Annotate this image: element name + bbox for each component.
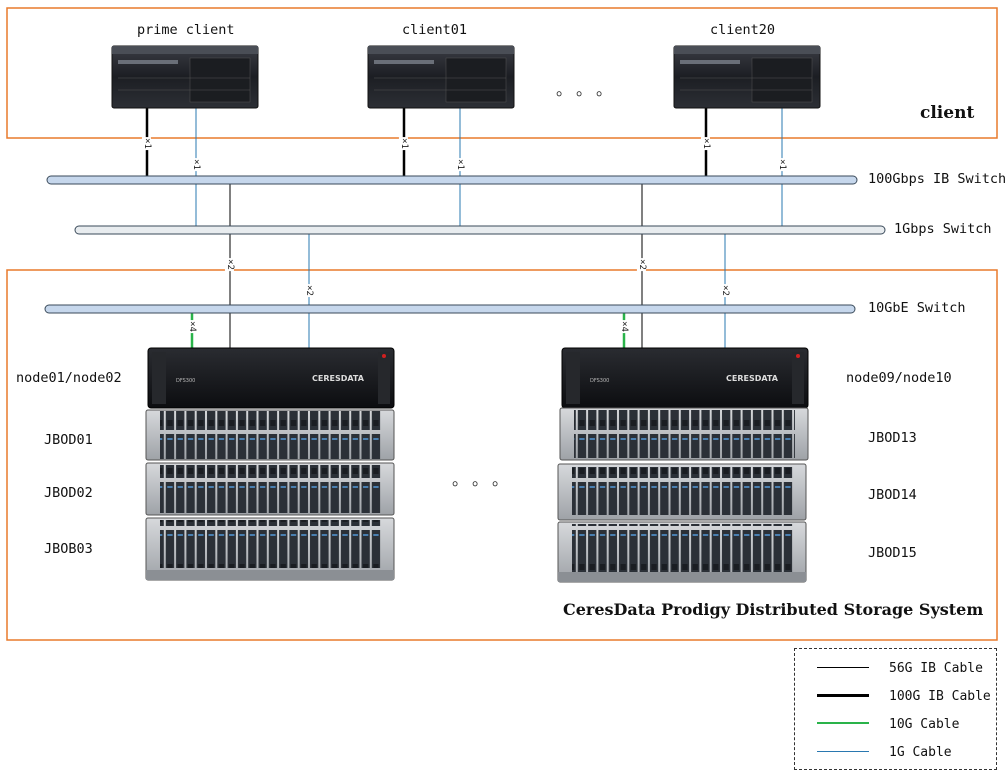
switch-10g-label: 10GbE Switch — [868, 300, 966, 316]
legend-item-100g: 100G IB Cable — [795, 686, 996, 706]
ib-switch-label: 100Gbps IB Switch — [868, 171, 1006, 187]
svg-text:CERESDATA: CERESDATA — [312, 374, 365, 383]
jbod-label: JBOD02 — [44, 485, 93, 501]
jbod-right-3 — [557, 521, 807, 583]
count-marker: ×1 — [190, 158, 201, 171]
legend-swatch — [817, 694, 869, 697]
storage-node-left: DFS300 CERESDATA — [147, 347, 395, 409]
jbod-left-2 — [145, 462, 395, 516]
legend-item-56g: 56G IB Cable — [795, 658, 996, 678]
count-marker: ×1 — [776, 158, 787, 171]
count-marker: ×1 — [141, 137, 152, 150]
system-title: CeresData Prodigy Distributed Storage Sy… — [563, 600, 984, 619]
count-marker: ×1 — [700, 137, 711, 150]
count-marker: ×2 — [224, 258, 235, 271]
svg-text:DFS300: DFS300 — [590, 378, 609, 384]
client-group-label: client — [920, 103, 975, 123]
legend-item-1g: 1G Cable — [795, 742, 996, 762]
storage-frame — [6, 269, 998, 641]
jbod-label: JBOD01 — [44, 432, 93, 448]
switch-10g-bar — [44, 304, 856, 314]
client-label-prime: prime client — [137, 22, 235, 38]
jbod-left-1 — [145, 409, 395, 461]
legend-item-10g: 10G Cable — [795, 714, 996, 734]
storage-node-right: DFS300 CERESDATA — [561, 347, 809, 409]
legend-swatch — [817, 722, 869, 724]
legend-label: 10G Cable — [889, 717, 960, 732]
clients-ellipsis: 。。。 — [556, 80, 625, 99]
legend-label: 1G Cable — [889, 745, 952, 760]
svg-text:DFS300: DFS300 — [176, 378, 195, 384]
node-label-left: node01/node02 — [16, 370, 122, 386]
storage-ellipsis: 。。。 — [452, 470, 521, 489]
jbod-label: JBOD15 — [868, 545, 917, 561]
client-server-prime — [111, 45, 259, 109]
ib-switch-bar — [46, 175, 858, 185]
legend-swatch — [817, 751, 869, 752]
count-marker: ×2 — [719, 284, 730, 297]
legend-label: 56G IB Cable — [889, 661, 983, 676]
client-server-20 — [673, 45, 821, 109]
count-marker: ×4 — [618, 320, 629, 333]
legend-swatch — [817, 667, 869, 668]
client-server-01 — [367, 45, 515, 109]
count-marker: ×1 — [454, 158, 465, 171]
count-marker: ×2 — [636, 258, 647, 271]
jbod-right-1 — [559, 407, 809, 461]
svg-text:CERESDATA: CERESDATA — [726, 374, 779, 383]
node-label-right: node09/node10 — [846, 370, 952, 386]
jbod-label: JBOD13 — [868, 430, 917, 446]
legend: 56G IB Cable 100G IB Cable 10G Cable 1G … — [794, 648, 997, 770]
client-label-20: client20 — [710, 22, 776, 38]
count-marker: ×2 — [303, 284, 314, 297]
count-marker: ×4 — [186, 320, 197, 333]
jbod-label: JBOB03 — [44, 541, 93, 557]
count-marker: ×1 — [398, 137, 409, 150]
client-frame — [6, 7, 998, 139]
jbod-label: JBOD14 — [868, 487, 917, 503]
client-label-01: client01 — [402, 22, 468, 38]
jbod-left-3 — [145, 517, 395, 581]
switch-1g-bar — [74, 225, 886, 235]
switch-1g-label: 1Gbps Switch — [894, 221, 992, 237]
jbod-right-2 — [557, 463, 807, 521]
legend-label: 100G IB Cable — [889, 689, 991, 704]
